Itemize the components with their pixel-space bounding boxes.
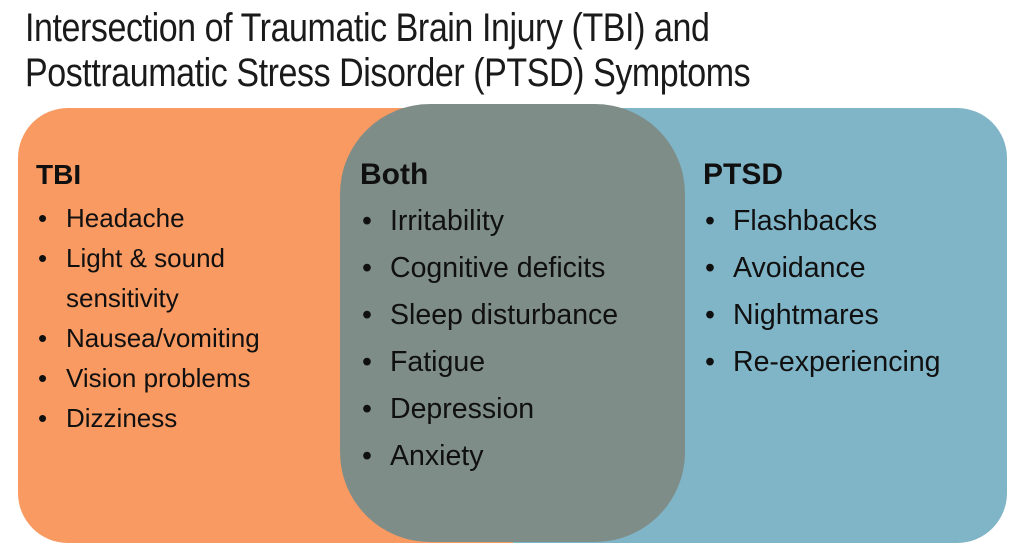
both-column: Both Irritability Cognitive deficits Sle… xyxy=(360,156,675,480)
ptsd-heading: PTSD xyxy=(703,158,784,191)
list-item: Nausea/vomiting xyxy=(36,318,286,358)
ptsd-column: PTSD Flashbacks Avoidance Nightmares Re-… xyxy=(703,156,1008,386)
slide-title: Intersection of Traumatic Brain Injury (… xyxy=(25,6,751,96)
list-item: Re-experiencing xyxy=(703,339,1008,386)
tbi-column: TBI Headache Light & sound sensitivity N… xyxy=(36,156,286,438)
list-item: Nightmares xyxy=(703,292,1008,339)
list-item: Headache xyxy=(36,198,286,238)
list-item: Anxiety xyxy=(360,433,675,480)
list-item: Vision problems xyxy=(36,358,286,398)
both-symptom-list: Irritability Cognitive deficits Sleep di… xyxy=(360,198,675,480)
list-item: Depression xyxy=(360,386,675,433)
list-item: Irritability xyxy=(360,198,675,245)
tbi-symptom-list: Headache Light & sound sensitivity Nause… xyxy=(36,198,286,438)
list-item: Light & sound sensitivity xyxy=(36,238,286,318)
both-heading: Both xyxy=(360,158,429,191)
tbi-heading: TBI xyxy=(36,159,82,190)
list-item: Fatigue xyxy=(360,339,675,386)
list-item: Flashbacks xyxy=(703,198,1008,245)
list-item: Sleep disturbance xyxy=(360,292,675,339)
title-line-2: Posttraumatic Stress Disorder (PTSD) Sym… xyxy=(25,51,751,95)
ptsd-symptom-list: Flashbacks Avoidance Nightmares Re-exper… xyxy=(703,198,1008,386)
list-item: Avoidance xyxy=(703,245,1008,292)
list-item: Dizziness xyxy=(36,398,286,438)
title-line-1: Intersection of Traumatic Brain Injury (… xyxy=(25,6,710,50)
list-item: Cognitive deficits xyxy=(360,245,675,292)
